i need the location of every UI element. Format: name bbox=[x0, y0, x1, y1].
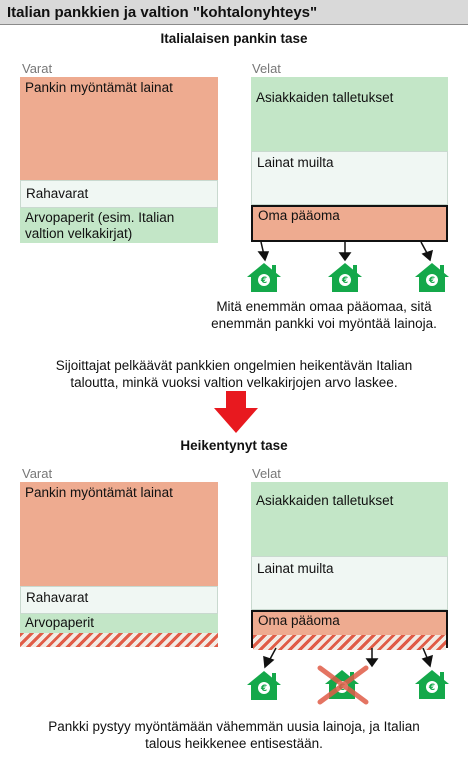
top-liabilities-label: Velat bbox=[252, 61, 281, 76]
bottom-note-line2: talous heikkenee entisestään. bbox=[145, 736, 323, 751]
bottom-title: Heikentynyt tase bbox=[180, 438, 288, 453]
bottom-equity-arrows bbox=[263, 647, 433, 669]
bottom-liabilities-label: Velat bbox=[252, 466, 281, 481]
euro-glyph: € bbox=[428, 683, 435, 693]
bottom-assets-label: Varat bbox=[22, 466, 53, 481]
header-bar: Italian pankkien ja valtion "kohtalonyht… bbox=[0, 0, 468, 25]
top-note: Mitä enemmän omaa pääomaa, sitä enemmän … bbox=[180, 298, 468, 332]
middle-note-line2: taloutta, minkä vuoksi valtion velkakirj… bbox=[70, 375, 398, 390]
top-equity-box: Oma pääoma bbox=[251, 205, 448, 242]
house-euro-icon: € bbox=[247, 671, 281, 700]
bottom-securities-box: Arvopaperit bbox=[20, 614, 218, 633]
bottom-note: Pankki pystyy myöntämään vähemmän uusia … bbox=[0, 718, 468, 752]
top-deposits-box: Asiakkaiden talletukset bbox=[251, 77, 448, 151]
euro-glyph: € bbox=[260, 276, 267, 286]
top-assets-label: Varat bbox=[22, 61, 53, 76]
bottom-note-line1: Pankki pystyy myöntämään vähemmän uusia … bbox=[48, 719, 420, 734]
top-securities-box: Arvopaperit (esim. Italian valtion velka… bbox=[20, 208, 218, 243]
top-note-line2: enemmän pankki voi myöntää lainoja. bbox=[211, 316, 437, 331]
top-equity-arrows bbox=[257, 241, 434, 262]
bottom-cash-box: Rahavarat bbox=[20, 586, 218, 614]
down-arrow-icon bbox=[214, 391, 258, 433]
middle-note: Sijoittajat pelkäävät pankkien ongelmien… bbox=[0, 357, 468, 391]
top-other-loans-box: Lainat muilta bbox=[251, 151, 448, 205]
euro-glyph: € bbox=[260, 684, 267, 694]
top-note-line1: Mitä enemmän omaa pääomaa, sitä bbox=[216, 299, 432, 314]
top-title: Italialaisen pankin tase bbox=[160, 31, 308, 46]
house-euro-icon: € bbox=[328, 263, 362, 292]
bottom-other-loans-box: Lainat muilta bbox=[251, 556, 448, 610]
euro-glyph: € bbox=[341, 276, 348, 286]
house-euro-icon: € bbox=[415, 670, 449, 699]
bottom-securities-loss-hatch bbox=[20, 633, 218, 647]
house-euro-icon: € bbox=[415, 263, 449, 292]
bottom-equity-box: Oma pääoma bbox=[251, 610, 448, 650]
cross-out-icon bbox=[317, 665, 369, 705]
euro-glyph: € bbox=[428, 276, 435, 286]
top-cash-box: Rahavarat bbox=[20, 180, 218, 208]
middle-note-line1: Sijoittajat pelkäävät pankkien ongelmien… bbox=[55, 358, 413, 373]
house-euro-icon: € bbox=[247, 263, 281, 292]
bottom-deposits-box: Asiakkaiden talletukset bbox=[251, 482, 448, 556]
header-title: Italian pankkien ja valtion "kohtalonyht… bbox=[7, 4, 318, 21]
bottom-equity-label: Oma pääoma bbox=[253, 612, 446, 635]
bottom-loans-box: Pankin myöntämät lainat bbox=[20, 482, 218, 586]
bottom-equity-loss-hatch bbox=[253, 635, 446, 650]
top-loans-box: Pankin myöntämät lainat bbox=[20, 77, 218, 180]
